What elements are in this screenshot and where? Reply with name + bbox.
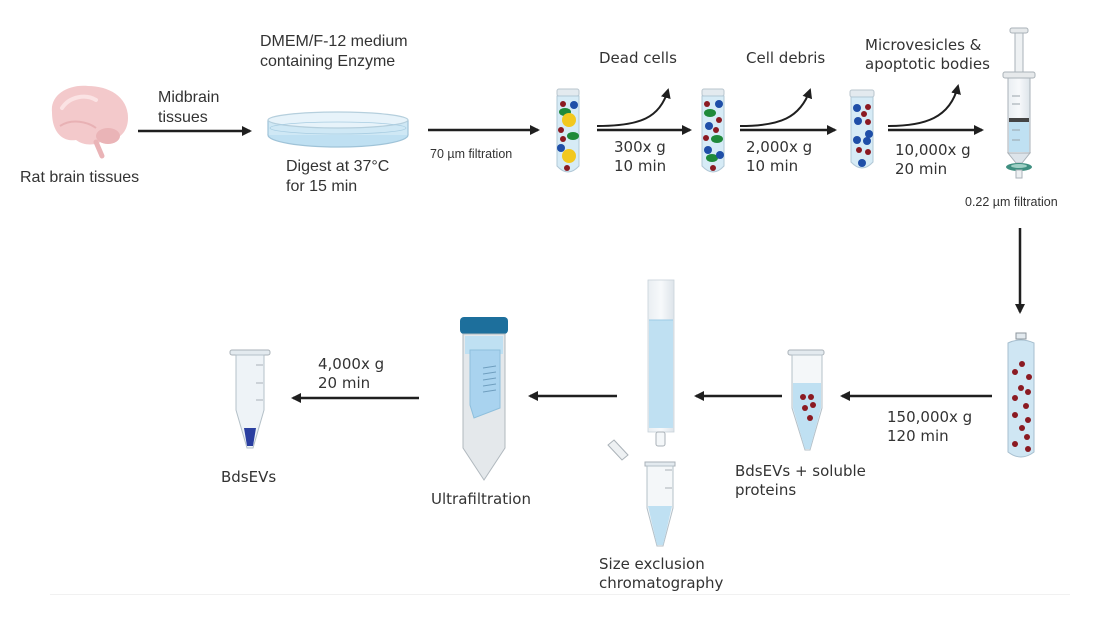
petri-dish-icon: [267, 111, 409, 148]
arrow-waste-cell-debris: [739, 88, 813, 127]
label-bdsevs: BdsEVs: [221, 468, 277, 486]
tube-after-300g-icon: [701, 88, 725, 173]
label-spin3-condition: 10,000x g 20 min: [895, 141, 971, 178]
label-ultrafiltration: Ultrafiltration: [431, 490, 531, 508]
label-rat-brain: Rat brain tissues: [20, 169, 140, 186]
ultrafiltration-tube-icon: [460, 317, 508, 481]
label-ultracentrifuge-condition: 150,000x g 120 min: [887, 408, 973, 445]
label-022um-filtration: 0.22 µm filtration: [965, 195, 1058, 209]
syringe-filter-icon: [1002, 27, 1036, 179]
microtube-pellet-icon: [229, 349, 271, 449]
label-sec: Size exclusion chromatography: [599, 555, 724, 592]
ultracentrifuge-tube-icon: [1007, 332, 1035, 458]
label-spin1-condition: 300x g 10 min: [614, 138, 667, 175]
tube-mixed-cells-icon: [556, 88, 580, 173]
label-microvesicles: Microvesicles & apoptotic bodies: [865, 36, 990, 73]
label-spin2-condition: 2,000x g 10 min: [746, 138, 813, 175]
label-crude-pellet: BdsEVs + soluble proteins: [735, 462, 866, 499]
collection-tube-icon: [607, 439, 676, 547]
label-digest: Digest at 37°C for 15 min: [286, 158, 390, 195]
bottom-divider: [50, 594, 1070, 595]
label-cell-debris: Cell debris: [746, 49, 826, 67]
label-70um-filtration: 70 µm filtration: [430, 147, 513, 161]
brain-icon: [51, 85, 128, 159]
microtube-icon: [787, 349, 825, 451]
arrow-waste-microvesicles: [887, 84, 961, 127]
label-dead-cells: Dead cells: [599, 49, 677, 67]
arrow-waste-dead-cells: [596, 88, 671, 127]
label-dmem-medium: DMEM/F-12 medium containing Enzyme: [260, 33, 408, 70]
label-midbrain-tissues: Midbrain tissues: [158, 89, 220, 126]
label-final-spin-condition: 4,000x g 20 min: [318, 355, 385, 392]
tube-after-2000g-icon: [849, 89, 875, 169]
sec-column-icon: [647, 279, 675, 447]
